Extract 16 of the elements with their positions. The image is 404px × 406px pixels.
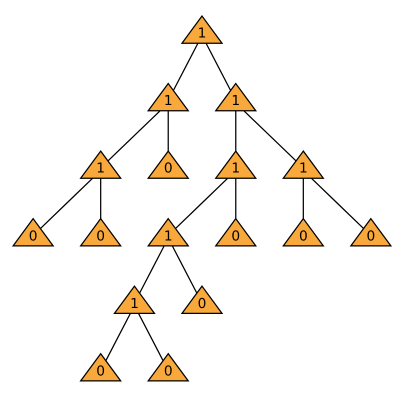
connector [108,110,160,162]
connector [168,110,169,151]
connector [175,178,228,229]
connector [302,178,304,218]
connector [100,178,102,218]
connector [172,246,198,294]
connector [139,246,165,294]
connector [105,313,131,361]
connector [235,178,236,218]
connector [172,43,198,91]
connector [311,178,364,229]
connector [206,43,232,91]
connector [235,110,236,151]
connector [138,313,164,361]
connector [40,178,93,229]
connector [244,110,296,162]
